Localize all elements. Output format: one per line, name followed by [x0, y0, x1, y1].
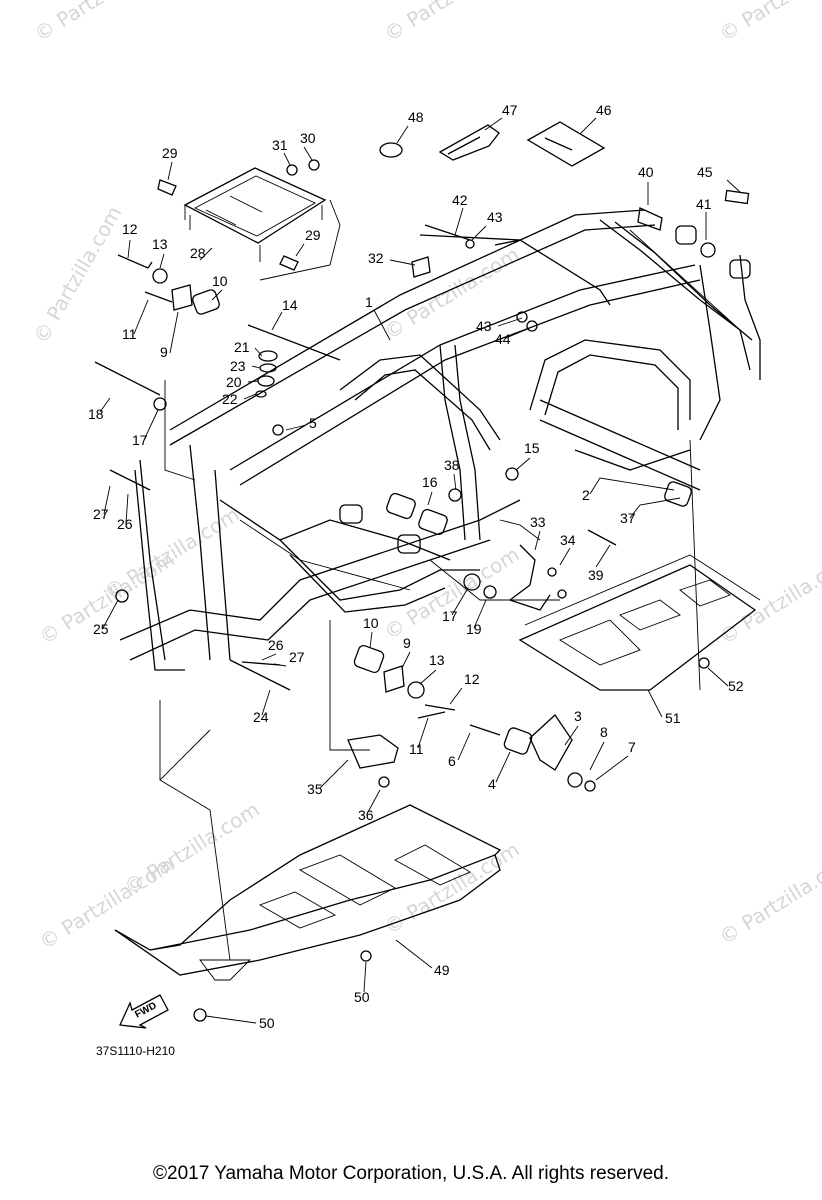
callout: 4 — [488, 776, 496, 792]
callout: 11 — [409, 741, 424, 757]
watermark: © Partzilla.com — [715, 0, 822, 46]
callout: 28 — [190, 245, 206, 261]
callout: 9 — [160, 344, 168, 360]
callout: 45 — [697, 164, 713, 180]
callout: 36 — [358, 807, 374, 823]
callout: 35 — [307, 781, 323, 797]
bracket-29b-part — [279, 255, 299, 271]
callout: 19 — [466, 621, 482, 637]
bolt-30-part — [308, 159, 320, 171]
callout: 37 — [620, 510, 636, 526]
callout: 41 — [696, 196, 712, 212]
callout: 40 — [638, 164, 654, 180]
callout: 43 — [487, 209, 503, 225]
callout: 49 — [434, 962, 450, 978]
callout: 3 — [574, 708, 582, 724]
callout: 13 — [429, 652, 445, 668]
callout: 42 — [452, 192, 468, 208]
callout: 13 — [152, 236, 168, 252]
callout: 17 — [132, 432, 148, 448]
watermark: © Partzilla.com — [29, 202, 127, 348]
watermark: © Partzilla.com — [380, 542, 524, 644]
callout: 31 — [272, 137, 288, 153]
callout: 29 — [305, 227, 321, 243]
callout: 22 — [222, 391, 238, 407]
callout: 30 — [300, 130, 316, 146]
callout: 51 — [665, 710, 681, 726]
copyright-notice: ©2017 Yamaha Motor Corporation, U.S.A. A… — [153, 1163, 669, 1184]
callout: 1 — [365, 294, 373, 310]
callout: 10 — [363, 615, 379, 631]
callout: 47 — [502, 102, 518, 118]
seat-bracket-28 — [183, 167, 327, 262]
guide-lines — [159, 199, 741, 961]
watermark: © Partzilla.com — [380, 837, 524, 939]
o-ring-part — [379, 142, 403, 158]
callouts: 48 47 46 31 30 29 40 45 12 13 42 43 41 2… — [88, 102, 744, 1031]
callout: 5 — [309, 415, 317, 431]
callout: 6 — [448, 753, 456, 769]
callout: 25 — [93, 621, 109, 637]
callout: 33 — [530, 514, 546, 530]
callout: 39 — [588, 567, 604, 583]
callout: 43 — [476, 318, 492, 334]
callout: 18 — [88, 406, 104, 422]
diagram-code: 37S1110-H210 — [96, 1044, 175, 1058]
bolt-31-part — [286, 164, 298, 176]
label-45-part — [724, 189, 750, 205]
top-hardware — [157, 121, 750, 271]
main-frame — [119, 209, 761, 671]
watermark: © Partzilla.com — [380, 0, 524, 46]
watermark: © Partzilla.com — [715, 847, 822, 949]
watermark: © Partzilla.com — [120, 797, 264, 899]
callout: 27 — [289, 649, 305, 665]
callout: 52 — [728, 678, 744, 694]
skid-plate-front — [114, 804, 502, 981]
skid-plate-rear — [518, 554, 761, 691]
fwd-arrow: FWD — [119, 994, 169, 1029]
callout: 27 — [93, 506, 109, 522]
callout: 2 — [582, 487, 590, 503]
hardware-parts — [94, 207, 751, 1022]
bracket-29-part — [157, 179, 177, 196]
callout: 50 — [354, 989, 370, 1005]
callout: 8 — [600, 724, 608, 740]
callout: 29 — [162, 145, 178, 161]
callout: 26 — [268, 637, 284, 653]
callout: 15 — [524, 440, 540, 456]
callout: 7 — [628, 739, 636, 755]
callout: 24 — [253, 709, 269, 725]
callout: 14 — [282, 297, 298, 313]
callout: 9 — [403, 635, 411, 651]
watermark: © Partzilla.com — [715, 547, 822, 649]
tool-bag-part — [438, 124, 500, 161]
callout: 11 — [122, 326, 137, 342]
callout: 48 — [408, 109, 424, 125]
callout: 26 — [117, 516, 133, 532]
leader-lines — [99, 117, 741, 1024]
watermark: © Partzilla.com — [30, 0, 174, 46]
callout: 46 — [596, 102, 612, 118]
watermark: © Partzilla.com — [380, 242, 524, 344]
callout: 17 — [442, 608, 458, 624]
callout: 34 — [560, 532, 576, 548]
callout: 16 — [422, 474, 438, 490]
callout: 12 — [464, 671, 480, 687]
callout: 10 — [212, 273, 228, 289]
callout: 44 — [495, 331, 511, 347]
callout: 23 — [230, 358, 246, 374]
callout: 38 — [444, 457, 460, 473]
manual-pouch-part — [526, 121, 606, 167]
callout: 32 — [368, 250, 384, 266]
callout: 12 — [122, 221, 138, 237]
callout: 21 — [234, 339, 250, 355]
callout: 50 — [259, 1015, 275, 1031]
callout: 20 — [226, 374, 242, 390]
